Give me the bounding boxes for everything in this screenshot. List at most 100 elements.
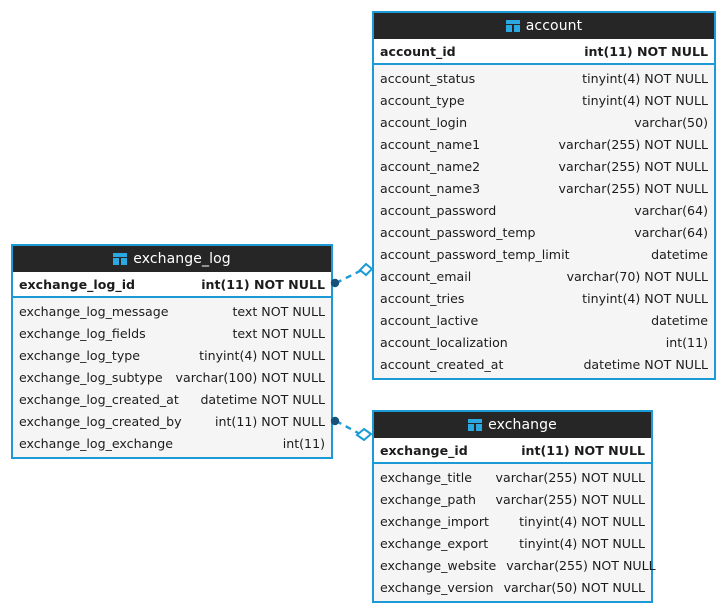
er-relationship-line xyxy=(335,268,363,285)
er-column-name: account_login xyxy=(380,114,468,130)
table-icon xyxy=(468,419,483,431)
er-column-type: varchar(255) NOT NULL xyxy=(506,557,656,573)
er-column-name: account_email xyxy=(380,268,472,284)
er-column-row[interactable]: account_email varchar(70) NOT NULL xyxy=(374,265,714,287)
er-column-name: exchange_log_exchange xyxy=(19,435,174,451)
er-column-row[interactable]: account_name3 varchar(255) NOT NULL xyxy=(374,177,714,199)
er-column-name: exchange_log_id xyxy=(19,276,136,292)
er-column-primary-key[interactable]: exchange_log_id int(11) NOT NULL xyxy=(13,272,331,298)
er-column-row[interactable]: exchange_log_subtype varchar(100) NOT NU… xyxy=(13,366,331,388)
er-column-type: int(11) xyxy=(665,334,708,350)
er-column-primary-key[interactable]: exchange_id int(11) NOT NULL xyxy=(374,438,651,464)
er-column-row[interactable]: account_password_temp varchar(64) xyxy=(374,221,714,243)
er-column-row[interactable]: exchange_log_message text NOT NULL xyxy=(13,300,331,322)
er-column-row[interactable]: account_name1 varchar(255) NOT NULL xyxy=(374,133,714,155)
er-column-row[interactable]: exchange_log_type tinyint(4) NOT NULL xyxy=(13,344,331,366)
er-column-type: varchar(255) NOT NULL xyxy=(558,158,708,174)
er-column-name: exchange_log_created_at xyxy=(19,391,179,407)
er-column-name: exchange_log_message xyxy=(19,303,169,319)
table-icon xyxy=(505,20,520,32)
er-column-name: exchange_title xyxy=(380,469,473,485)
er-column-row[interactable]: exchange_path varchar(255) NOT NULL xyxy=(374,488,651,510)
er-column-row[interactable]: exchange_log_fields text NOT NULL xyxy=(13,322,331,344)
er-table-header-exchange-log[interactable]: exchange_log xyxy=(13,246,331,272)
er-column-type: datetime xyxy=(651,312,708,328)
er-column-type: varchar(50) xyxy=(634,114,708,130)
er-column-row[interactable]: account_type tinyint(4) NOT NULL xyxy=(374,89,714,111)
er-column-type: datetime NOT NULL xyxy=(200,391,325,407)
er-column-primary-key[interactable]: account_id int(11) NOT NULL xyxy=(374,39,714,65)
er-column-type: datetime xyxy=(651,246,708,262)
er-column-name: account_password xyxy=(380,202,497,218)
er-column-row[interactable]: exchange_log_created_by int(11) NOT NULL xyxy=(13,410,331,432)
er-column-row[interactable]: account_status tinyint(4) NOT NULL xyxy=(374,67,714,89)
er-column-row[interactable]: exchange_title varchar(255) NOT NULL xyxy=(374,466,651,488)
er-column-row[interactable]: account_password varchar(64) xyxy=(374,199,714,221)
er-column-name: account_created_at xyxy=(380,356,504,372)
er-table-exchange[interactable]: exchange exchange_id int(11) NOT NULL ex… xyxy=(372,410,656,603)
er-column-name: account_tries xyxy=(380,290,465,306)
er-column-row[interactable]: account_localization int(11) xyxy=(374,331,714,353)
er-column-name: exchange_log_fields xyxy=(19,325,146,341)
er-column-row[interactable]: account_created_at datetime NOT NULL xyxy=(374,353,714,375)
er-column-list-exchange: exchange_title varchar(255) NOT NULL exc… xyxy=(374,464,656,601)
er-table-header-exchange[interactable]: exchange xyxy=(374,412,651,438)
er-column-type: int(11) NOT NULL xyxy=(201,276,325,292)
er-column-type: varchar(64) xyxy=(634,202,708,218)
er-column-name: account_name3 xyxy=(380,180,481,196)
er-column-list-account: account_status tinyint(4) NOT NULL accou… xyxy=(374,65,714,378)
er-column-row[interactable]: exchange_log_exchange int(11) xyxy=(13,432,331,454)
er-relationship-exchange-log-account xyxy=(330,262,374,288)
er-column-row[interactable]: account_login varchar(50) xyxy=(374,111,714,133)
er-column-row[interactable]: account_tries tinyint(4) NOT NULL xyxy=(374,287,714,309)
er-column-row[interactable]: exchange_website varchar(255) NOT NULL xyxy=(374,554,656,576)
er-table-header-account[interactable]: account xyxy=(374,13,714,39)
er-column-name: exchange_id xyxy=(380,442,468,458)
er-relationship-line xyxy=(335,419,361,436)
er-relationship-endpoint-diamond xyxy=(355,427,373,442)
er-relationship-exchange-log-exchange xyxy=(330,416,373,442)
er-column-name: exchange_path xyxy=(380,491,477,507)
er-column-name: exchange_log_type xyxy=(19,347,141,363)
er-table-title-exchange: exchange xyxy=(488,417,557,433)
er-column-row[interactable]: exchange_version varchar(50) NOT NULL xyxy=(374,576,651,598)
er-column-type: tinyint(4) NOT NULL xyxy=(582,290,708,306)
er-column-type: varchar(255) NOT NULL xyxy=(558,136,708,152)
er-column-name: account_status xyxy=(380,70,476,86)
er-column-name: account_lactive xyxy=(380,312,479,328)
er-column-name: exchange_export xyxy=(380,535,489,551)
er-column-name: account_type xyxy=(380,92,465,108)
er-column-name: exchange_log_created_by xyxy=(19,413,182,429)
er-column-row[interactable]: exchange_export tinyint(4) NOT NULL xyxy=(374,532,651,554)
er-column-type: varchar(255) NOT NULL xyxy=(495,469,645,485)
er-relationship-endpoint-diamond xyxy=(358,262,374,277)
er-column-name: account_name2 xyxy=(380,158,481,174)
er-column-type: varchar(255) NOT NULL xyxy=(495,491,645,507)
er-column-type: tinyint(4) NOT NULL xyxy=(582,92,708,108)
er-table-exchange-log[interactable]: exchange_log exchange_log_id int(11) NOT… xyxy=(11,244,333,459)
er-column-type: tinyint(4) NOT NULL xyxy=(582,70,708,86)
er-column-row[interactable]: account_lactive datetime xyxy=(374,309,714,331)
er-column-type: tinyint(4) NOT NULL xyxy=(519,513,645,529)
er-column-type: int(11) xyxy=(282,435,325,451)
er-column-type: text NOT NULL xyxy=(232,303,325,319)
er-column-name: account_id xyxy=(380,43,456,59)
er-column-name: exchange_version xyxy=(380,579,494,595)
er-column-name: exchange_log_subtype xyxy=(19,369,163,385)
table-icon xyxy=(113,253,128,265)
er-column-row[interactable]: account_password_temp_limit datetime xyxy=(374,243,714,265)
er-column-row[interactable]: exchange_log_created_at datetime NOT NUL… xyxy=(13,388,331,410)
er-column-name: exchange_import xyxy=(380,513,489,529)
er-column-row[interactable]: exchange_import tinyint(4) NOT NULL xyxy=(374,510,651,532)
er-column-type: varchar(100) NOT NULL xyxy=(175,369,325,385)
er-column-name: account_name1 xyxy=(380,136,481,152)
er-column-type: int(11) NOT NULL xyxy=(215,413,325,429)
er-column-type: varchar(255) NOT NULL xyxy=(558,180,708,196)
er-column-row[interactable]: account_name2 varchar(255) NOT NULL xyxy=(374,155,714,177)
er-column-name: account_password_temp_limit xyxy=(380,246,570,262)
er-column-type: int(11) NOT NULL xyxy=(521,442,645,458)
er-column-type: text NOT NULL xyxy=(232,325,325,341)
er-column-type: varchar(50) NOT NULL xyxy=(503,579,645,595)
er-table-account[interactable]: account account_id int(11) NOT NULL acco… xyxy=(372,11,716,380)
